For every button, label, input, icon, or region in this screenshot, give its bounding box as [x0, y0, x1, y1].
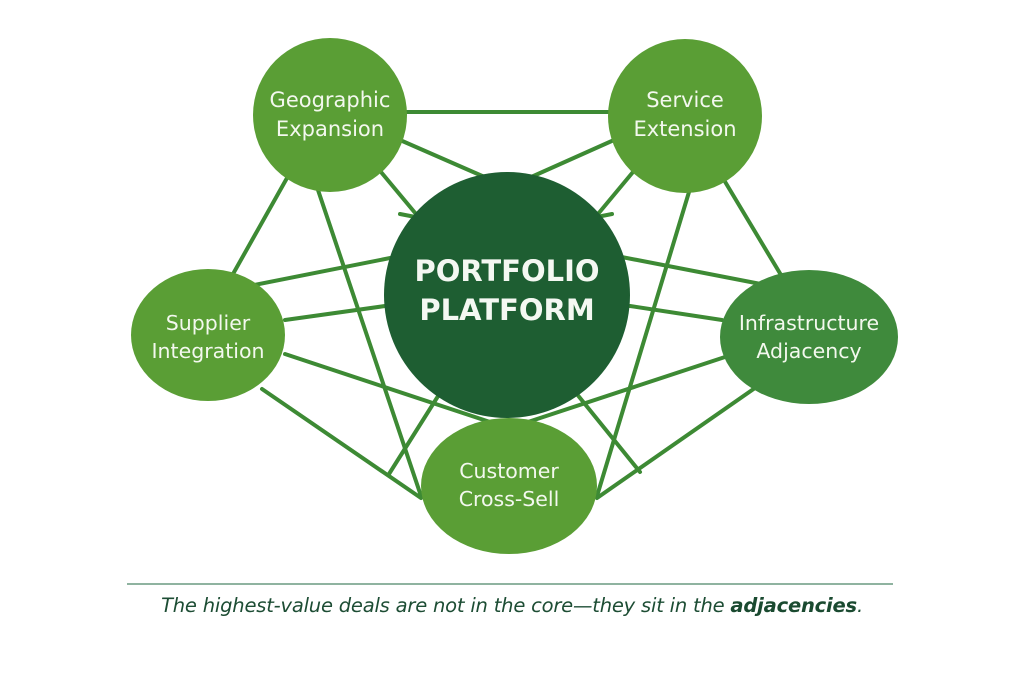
node-supplier-integration[interactable]: Supplier Integration — [131, 269, 285, 401]
center-node-portfolio-platform[interactable]: PORTFOLIO PLATFORM — [384, 172, 630, 418]
node-supplier-label-2: Integration — [152, 339, 265, 363]
connection-service-center-lower — [596, 170, 635, 216]
caption: The highest-value deals are not in the c… — [0, 594, 1024, 617]
node-geographic-label-1: Geographic — [270, 88, 391, 112]
center-node-label-2: PLATFORM — [419, 293, 594, 327]
connection-infrastructure-customer-top — [526, 355, 727, 424]
node-infrastructure-shape — [720, 270, 898, 404]
node-supplier-label-1: Supplier — [166, 311, 251, 335]
caption-suffix: . — [856, 594, 863, 617]
center-node-shape — [384, 172, 630, 418]
node-customer-shape — [421, 418, 597, 554]
node-geographic-shape — [253, 38, 407, 192]
node-supplier-shape — [131, 269, 285, 401]
connection-service-infrastructure — [722, 178, 783, 277]
connection-supplier-center — [283, 304, 387, 322]
connection-geographic-center-lower — [379, 170, 418, 216]
connection-service-customer — [595, 190, 691, 498]
connection-supplier-customer-top — [283, 352, 492, 424]
node-infrastructure-label-2: Adjacency — [756, 339, 861, 363]
node-geographic-expansion[interactable]: Geographic Expansion — [253, 38, 407, 192]
connection-infrastructure-customer-right — [595, 386, 757, 500]
connection-center-customer-left — [387, 391, 442, 476]
connection-geographic-supplier — [231, 176, 289, 276]
node-customer-label-1: Customer — [459, 459, 559, 483]
connection-supplier-customer-left — [260, 387, 423, 500]
node-service-label-1: Service — [646, 88, 724, 112]
caption-emphasis: adjacencies — [730, 594, 857, 617]
connection-center-customer-right — [574, 391, 642, 474]
node-geographic-label-2: Expansion — [276, 117, 384, 141]
node-infrastructure-adjacency[interactable]: Infrastructure Adjacency — [720, 270, 898, 404]
node-service-shape — [608, 39, 762, 193]
connection-geographic-customer — [316, 188, 423, 498]
node-service-label-2: Extension — [633, 117, 736, 141]
connection-infrastructure-center — [628, 304, 724, 322]
center-node-label-1: PORTFOLIO — [414, 254, 599, 288]
node-infrastructure-label-1: Infrastructure — [739, 311, 879, 335]
node-customer-label-2: Cross-Sell — [459, 487, 560, 511]
caption-divider — [127, 583, 893, 585]
node-customer-cross-sell[interactable]: Customer Cross-Sell — [421, 418, 597, 554]
connection-service-center — [518, 138, 616, 184]
node-service-extension[interactable]: Service Extension — [608, 39, 762, 193]
caption-text: The highest-value deals are not in the c… — [161, 594, 731, 617]
